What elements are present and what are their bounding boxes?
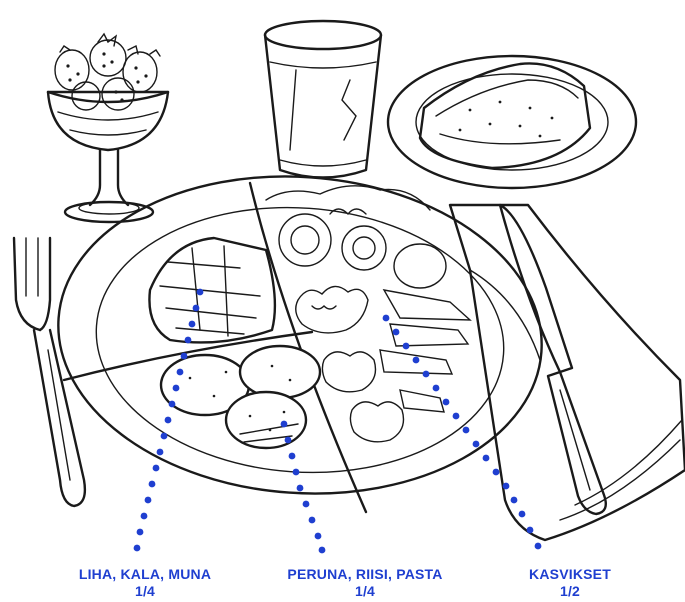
glass-icon — [265, 21, 381, 178]
label-carbs-name: PERUNA, RIISI, PASTA — [270, 566, 460, 583]
knife-icon — [500, 205, 606, 514]
label-vegetables: KASVIKSET 1/2 — [500, 566, 640, 600]
label-protein-name: LIHA, KALA, MUNA — [50, 566, 240, 583]
fork-icon — [14, 238, 85, 506]
dinner-plate-icon — [48, 161, 553, 554]
fruit-bowl-icon — [48, 34, 168, 222]
leader-dots-vegetables — [383, 315, 542, 550]
bread-plate-icon — [388, 56, 636, 188]
label-carbs-share: 1/4 — [270, 583, 460, 600]
leader-dots-carbs — [281, 421, 326, 554]
label-protein: LIHA, KALA, MUNA 1/4 — [50, 566, 240, 600]
label-carbs: PERUNA, RIISI, PASTA 1/4 — [270, 566, 460, 600]
napkin-icon — [450, 205, 685, 540]
label-vegetables-share: 1/2 — [500, 583, 640, 600]
label-protein-share: 1/4 — [50, 583, 240, 600]
label-vegetables-name: KASVIKSET — [500, 566, 640, 583]
